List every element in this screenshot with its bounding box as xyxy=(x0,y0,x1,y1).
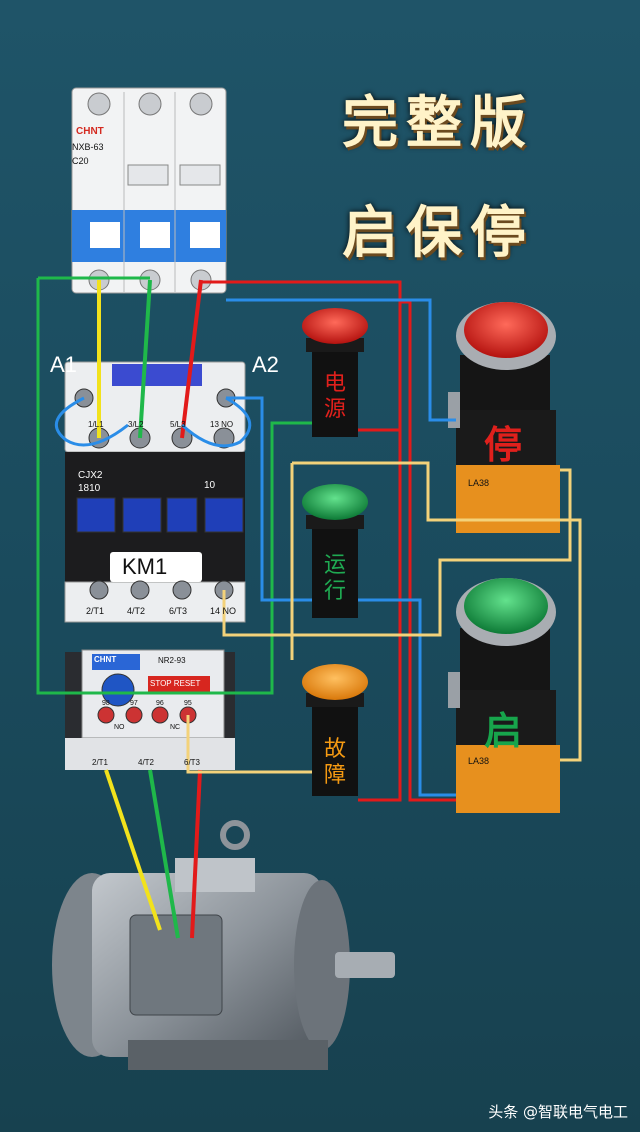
watermark: 头条 @智联电气电工 xyxy=(488,1103,628,1121)
lamp-power xyxy=(302,308,368,437)
contactor-km1 xyxy=(64,361,246,623)
stop-pushbutton xyxy=(448,302,560,533)
km1-terminal-bottom-3: 6/T3 xyxy=(169,606,188,616)
lamp-fault-label: 故障 xyxy=(324,736,347,787)
km1-terminal-bottom-2: 4/T2 xyxy=(127,606,146,616)
km1-terminal-top-4: 13 NO xyxy=(210,420,234,429)
overload-terminal-bottom-3: 6/T3 xyxy=(184,758,201,767)
overload-contact-no: NO xyxy=(114,724,125,731)
overload-terminal-96: 96 xyxy=(156,700,164,707)
start-button-model: LA38 xyxy=(468,756,490,766)
stop-button-model: LA38 xyxy=(468,478,490,488)
overload-contact-nc: NC xyxy=(170,724,181,731)
km1-terminal-top-1: 1/L1 xyxy=(88,420,104,429)
km1-terminal-bottom-4: 14 NO xyxy=(210,606,237,616)
km1-terminal-top-3: 5/L3 xyxy=(170,420,186,429)
overload-terminal-98: 98 xyxy=(102,700,110,707)
breaker-brand: CHNT xyxy=(76,126,104,137)
coil-terminal-a2: A2 xyxy=(252,352,279,377)
overload-model: NR2-93 xyxy=(158,656,186,665)
overload-relay xyxy=(65,649,235,770)
title-line-1: 完整版 xyxy=(342,90,534,156)
lamp-power-label: 电源 xyxy=(324,370,347,421)
start-pushbutton xyxy=(448,578,560,813)
contactor-model-code: 1810 xyxy=(78,483,101,494)
lamp-run xyxy=(302,484,368,618)
motor xyxy=(52,820,395,1070)
contactor-model: CJX2 xyxy=(78,470,103,481)
stop-button-label: 停 xyxy=(484,425,523,467)
contactor-aux: 10 xyxy=(204,480,216,491)
start-button-label: 启 xyxy=(484,711,523,753)
wires xyxy=(36,276,582,939)
circuit-breaker xyxy=(71,87,227,294)
overload-brand: CHNT xyxy=(94,655,117,664)
overload-terminal-bottom-2: 4/T2 xyxy=(138,758,155,767)
overload-terminal-97: 97 xyxy=(130,700,138,707)
title-line-2: 启保停 xyxy=(342,200,534,266)
km1-terminal-top-2: 3/L2 xyxy=(128,420,144,429)
overload-terminal-bottom-1: 2/T1 xyxy=(92,758,109,767)
overload-terminal-95: 95 xyxy=(184,700,192,707)
lamp-run-label: 运行 xyxy=(324,552,347,603)
breaker-model: NXB-63 xyxy=(72,142,104,152)
contactor-name-km1: KM1 xyxy=(122,554,168,579)
overload-stop-reset: STOP RESET xyxy=(150,679,201,688)
coil-terminal-a1: A1 xyxy=(50,352,77,377)
km1-terminal-bottom-1: 2/T1 xyxy=(86,606,105,616)
lamp-fault xyxy=(302,664,368,796)
breaker-rating: C20 xyxy=(72,156,89,166)
